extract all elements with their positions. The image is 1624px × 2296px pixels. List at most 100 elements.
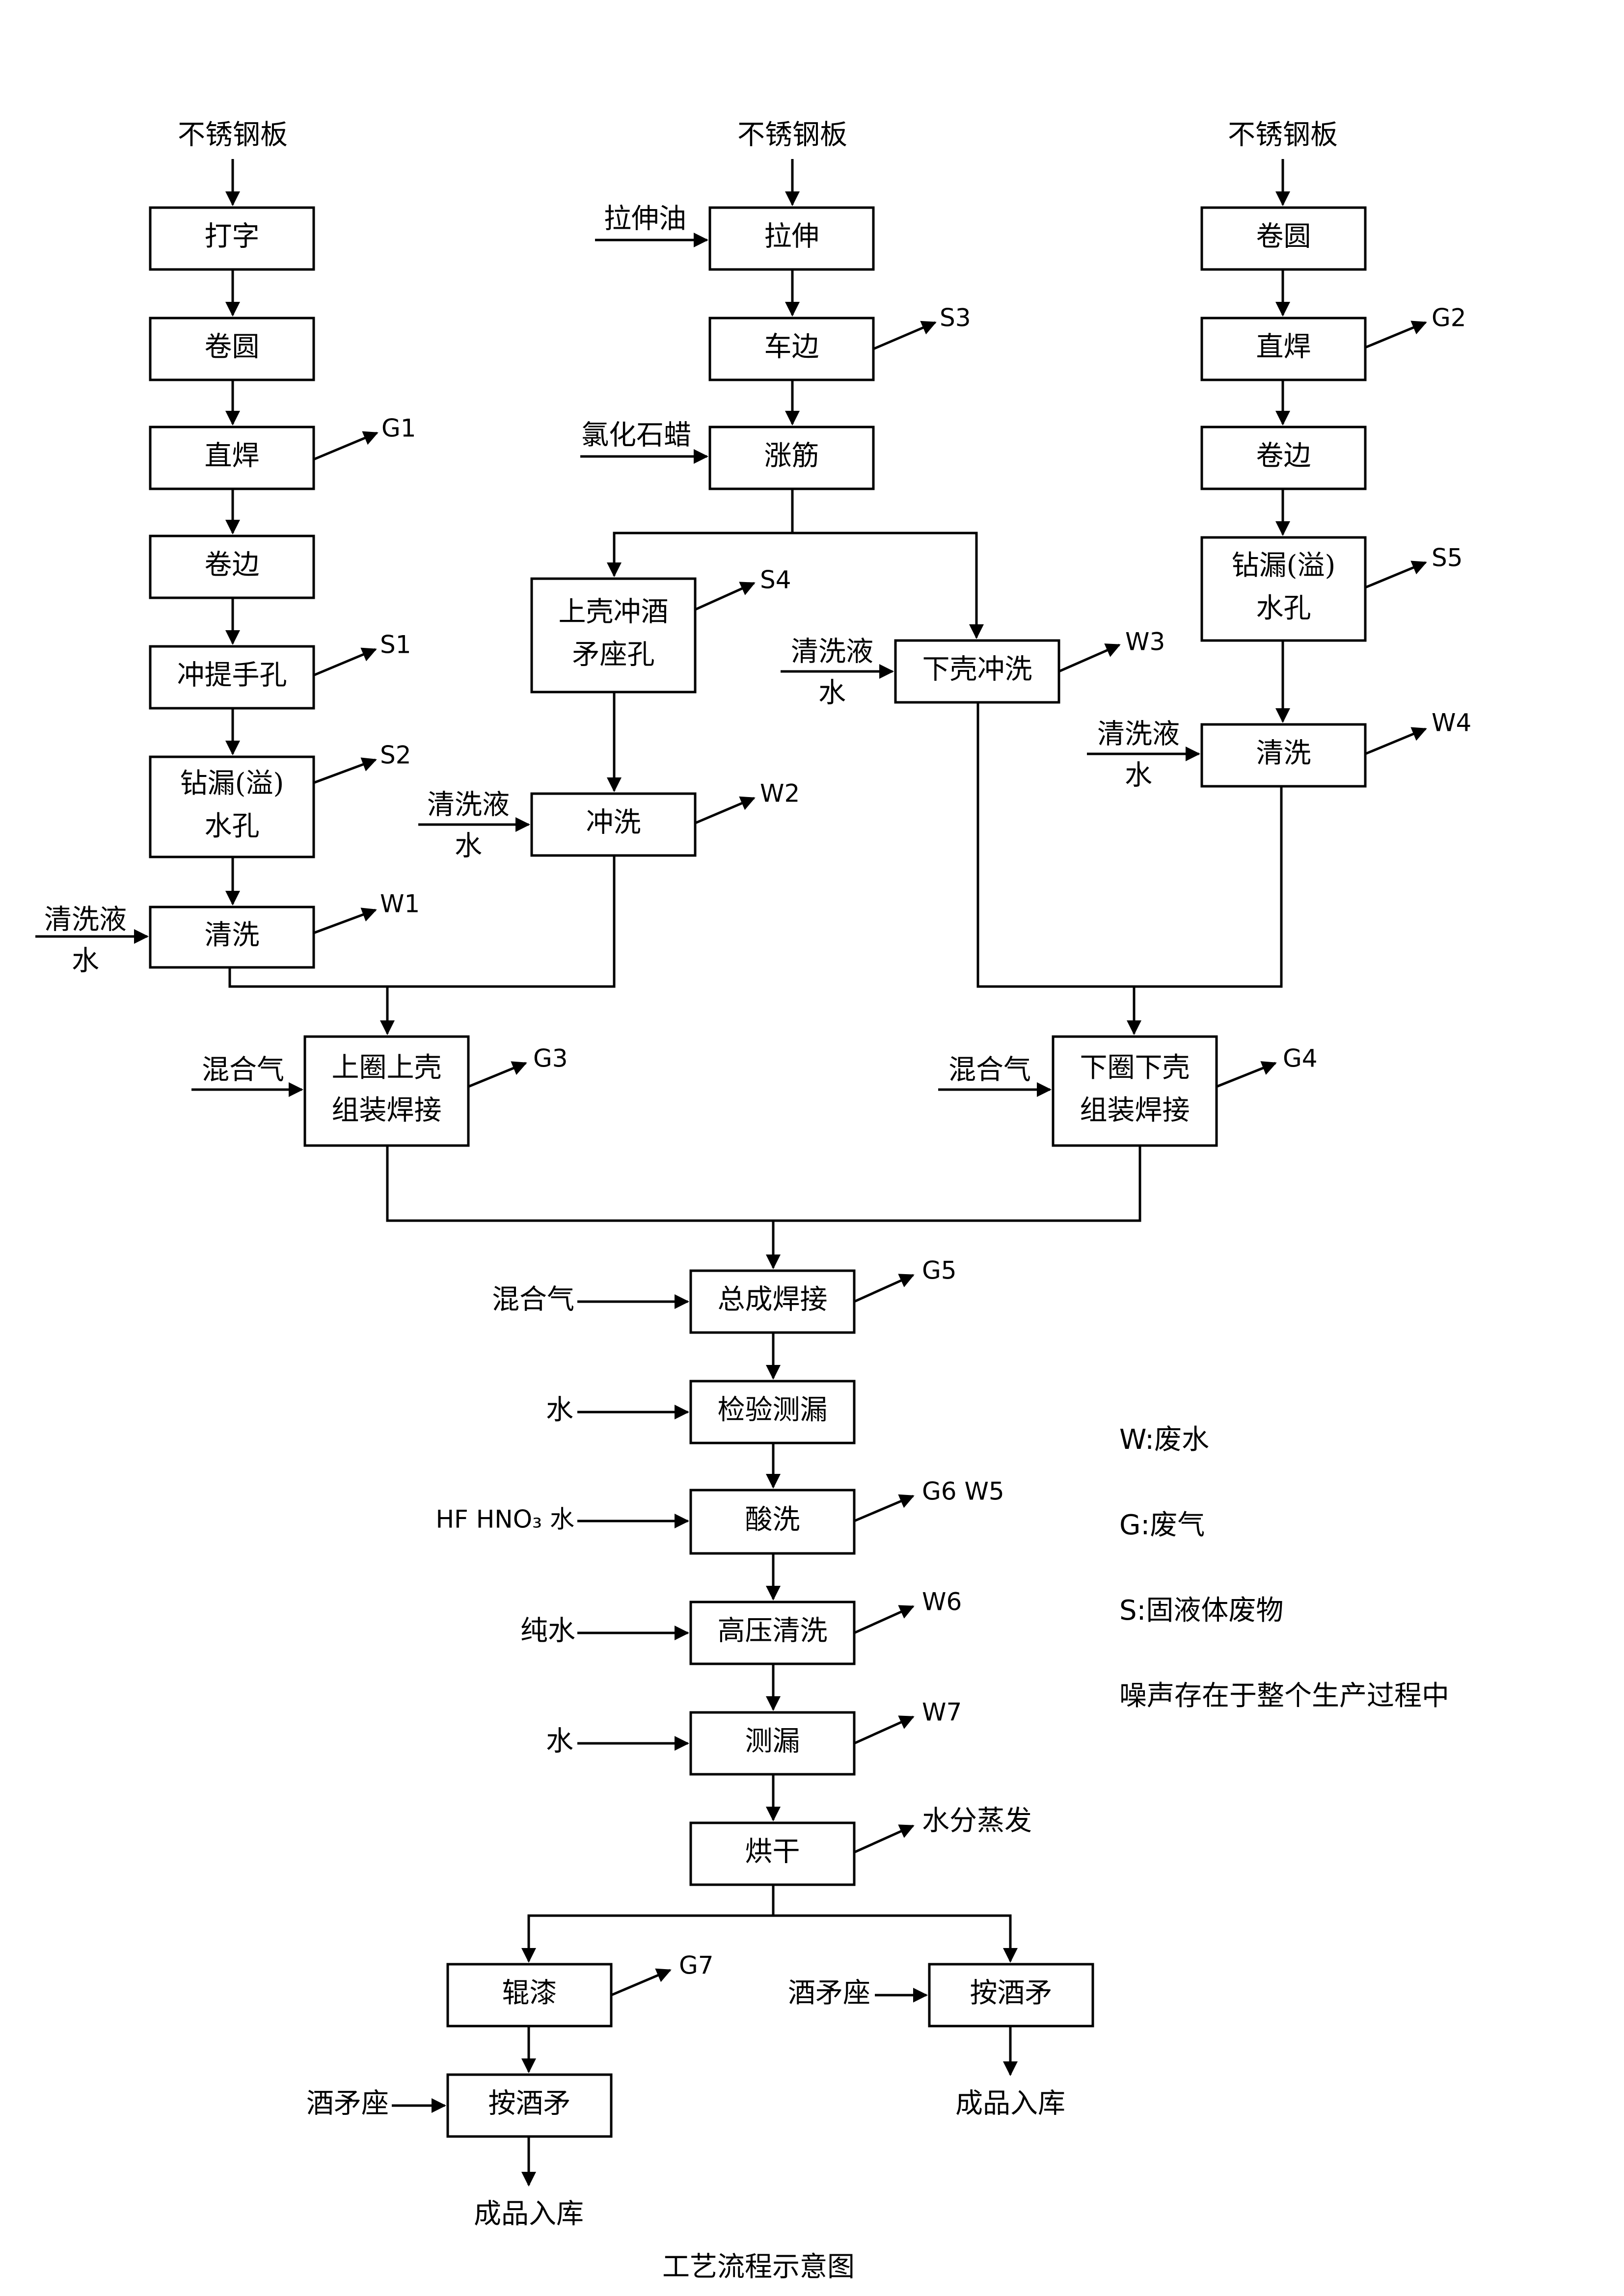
step-box (689, 1711, 856, 1776)
legend-item: G:废气 (1119, 1509, 1205, 1541)
process-step-l-print (149, 206, 315, 271)
process-step-m-bulge (708, 426, 875, 490)
step-box (1200, 723, 1367, 788)
emission-arrow (853, 1605, 915, 1634)
step-label: 冲洗 (586, 807, 641, 839)
source-label-left: 不锈钢板 (178, 119, 288, 151)
input-label: 酒矛座 (788, 1977, 870, 2009)
emission-arrow (1216, 1061, 1277, 1088)
step-label: 下壳冲洗 (922, 654, 1032, 686)
process-step-lower-assembly (1052, 1035, 1218, 1147)
step-box (1200, 536, 1367, 642)
emission-label: S2 (380, 741, 411, 770)
emission-arrow (1365, 561, 1427, 589)
emission-arrow (312, 647, 377, 677)
step-box (689, 1489, 856, 1555)
flow-arrow (521, 1885, 775, 1963)
step-label: 总成焊接 (718, 1284, 828, 1316)
step-box (928, 1963, 1094, 2028)
emission-label: W7 (922, 1698, 962, 1727)
step-box (149, 755, 315, 858)
step-box (708, 206, 875, 271)
emission-arrow (312, 908, 377, 935)
step-box (303, 1035, 470, 1147)
step-label: 直焊 (1256, 331, 1311, 363)
emission-label: G6 W5 (922, 1477, 1004, 1506)
step-label: 按酒矛 (970, 1977, 1053, 2009)
process-step-install-spear-right (928, 1963, 1094, 2028)
output-label: 成品入库 (955, 2088, 1065, 2120)
input-label: 水 (72, 945, 99, 977)
step-label: 上圈上壳 (332, 1052, 442, 1084)
emission-label: 水分蒸发 (922, 1805, 1032, 1837)
step-label: 涨筋 (764, 440, 819, 472)
step-box (149, 645, 315, 710)
emission-arrow (1365, 727, 1427, 755)
emission-arrow (853, 1274, 915, 1303)
legend-item: W:废水 (1119, 1424, 1209, 1456)
step-box (708, 317, 875, 381)
emission-label: G4 (1283, 1044, 1318, 1073)
emission-label: G5 (922, 1256, 957, 1285)
legend-item: 噪声存在于整个生产过程中 (1119, 1680, 1449, 1712)
emission-arrow (468, 1061, 527, 1088)
step-label: 下圈下壳 (1080, 1052, 1190, 1084)
step-box (689, 1269, 856, 1334)
step-box (530, 577, 697, 694)
process-step-l-drill (149, 755, 315, 858)
emission-label: S4 (760, 566, 791, 594)
process-step-pickling (689, 1489, 856, 1555)
step-label: 打字 (205, 221, 260, 253)
process-step-install-spear-left (446, 2073, 613, 2138)
flow-arrow (773, 1914, 1018, 1963)
merge-line (976, 702, 1283, 988)
step-label: 车边 (764, 331, 819, 363)
emission-arrow (853, 1715, 915, 1745)
step-label: 卷边 (205, 549, 260, 581)
input-label: 水 (546, 1726, 573, 1758)
step-box (1052, 1035, 1218, 1147)
step-label: 拉伸 (764, 221, 819, 253)
process-step-inspect-leak (689, 1380, 856, 1444)
step-label: 卷边 (1256, 440, 1311, 472)
step-box (894, 639, 1060, 704)
step-label: 直焊 (205, 440, 260, 472)
step-box (689, 1380, 856, 1444)
step-label: 按酒矛 (488, 2088, 571, 2120)
step-label: 辊漆 (502, 1977, 557, 2009)
merge-line (228, 855, 616, 988)
step-label: 烘干 (745, 1836, 800, 1868)
emission-label: G1 (381, 414, 416, 443)
process-step-r-curl (1200, 426, 1367, 490)
emission-arrow (873, 320, 937, 350)
step-box (689, 1821, 856, 1886)
process-step-final-weld (689, 1269, 856, 1334)
emission-arrow (1365, 320, 1427, 349)
legend-item: S:固液体废物 (1119, 1595, 1283, 1627)
emission-arrow (853, 1824, 915, 1854)
input-label: HF HNO₃ 水 (435, 1505, 574, 1534)
step-box (1200, 206, 1367, 271)
step-label: 水孔 (205, 810, 260, 842)
step-label: 酸洗 (745, 1504, 800, 1536)
emission-arrow (312, 757, 377, 785)
emission-label: S1 (380, 631, 411, 659)
step-label: 清洗 (1256, 738, 1311, 770)
emission-arrow (1058, 643, 1121, 673)
step-label: 钻漏(溢) (1232, 550, 1336, 582)
emission-arrow (695, 796, 756, 825)
output-label: 成品入库 (474, 2198, 584, 2230)
process-step-roller-paint (446, 1963, 613, 2028)
input-label: 清洗液 (427, 789, 510, 821)
step-box (689, 1601, 856, 1665)
step-box (446, 1963, 613, 2028)
emission-arrow (611, 1968, 672, 1997)
process-step-drying (689, 1821, 856, 1886)
input-label: 水 (818, 677, 846, 709)
diagram-title: 工艺流程示意图 (662, 2251, 855, 2283)
input-label: 混合气 (492, 1284, 574, 1316)
input-label: 混合气 (948, 1054, 1031, 1086)
step-box (530, 792, 697, 857)
process-step-m-trim (708, 317, 875, 381)
